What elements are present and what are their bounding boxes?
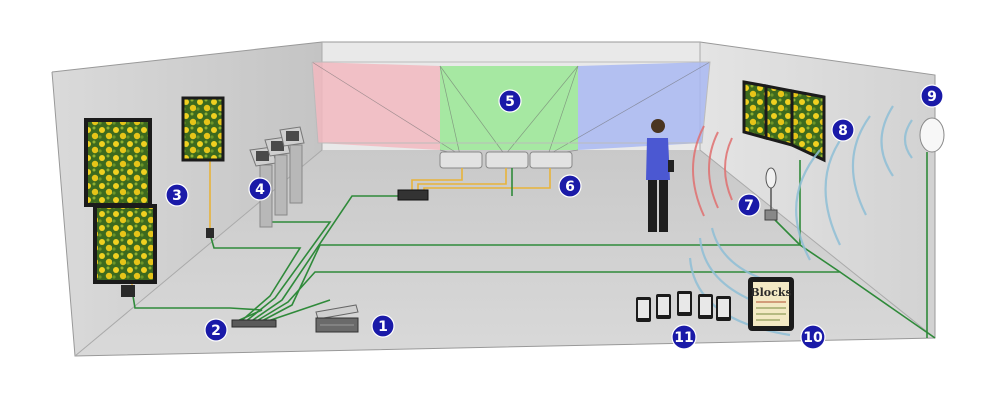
badge-2-label: 2: [211, 323, 221, 339]
badge-6: 6: [558, 174, 582, 198]
network-green-cables: [131, 152, 936, 339]
tablet: Blocks: [748, 277, 794, 331]
badge-3: 3: [165, 183, 189, 207]
smartphone-4: [698, 294, 713, 319]
badge-7: 7: [737, 193, 761, 217]
display-top-left: [84, 118, 152, 207]
badge-2: 2: [204, 318, 228, 342]
directional-sound-waves: [692, 125, 733, 217]
badge-9: 9: [920, 84, 944, 108]
video-wall: [742, 80, 826, 163]
badge-5: 5: [498, 89, 522, 113]
smartphone-1: [636, 297, 651, 322]
screen-outline: [311, 61, 711, 144]
wireless-access-point: [919, 117, 945, 153]
directional-speaker: [764, 167, 778, 221]
tablet-title: Blocks: [750, 286, 791, 299]
display-side: [181, 96, 225, 162]
wall-box-left: [121, 285, 135, 297]
projector-right: [529, 151, 573, 169]
badge-10: 10: [800, 324, 826, 350]
projector-center: [485, 151, 529, 169]
badge-6-label: 6: [565, 179, 575, 195]
smartphone-2: [656, 294, 671, 319]
badge-11-label: 11: [674, 330, 693, 346]
badge-4-label: 4: [255, 182, 265, 198]
badge-8: 8: [831, 118, 855, 142]
smartphone-3: [677, 291, 692, 316]
network-switch: [231, 319, 277, 328]
badge-9-label: 9: [927, 89, 937, 105]
badge-8-label: 8: [838, 123, 848, 139]
wall-box-side: [206, 228, 214, 238]
badge-11: 11: [671, 324, 697, 350]
projector-left: [439, 151, 483, 169]
projectors: [439, 151, 573, 169]
badges: 1 2 3 4 5 6 7 8: [165, 84, 944, 350]
cables: [127, 152, 936, 339]
media-server: [315, 304, 359, 333]
kiosk-3: [279, 126, 305, 204]
projection-blue-area: [578, 62, 710, 150]
badge-4: 4: [248, 177, 272, 201]
smartphones: [636, 291, 731, 322]
badge-1: 1: [371, 314, 395, 338]
projection-red-area: [312, 62, 440, 150]
wall-displays: [84, 96, 225, 297]
badge-7-label: 7: [744, 198, 754, 214]
smartphone-5: [716, 296, 731, 321]
kiosk-2: [264, 136, 291, 216]
projection-screen: [311, 61, 711, 156]
display-bottom-left: [93, 204, 157, 284]
badge-5-label: 5: [505, 94, 515, 110]
badge-3-label: 3: [172, 188, 182, 204]
badge-10-label: 10: [803, 330, 823, 346]
projector-controller: [397, 189, 429, 201]
person: [646, 119, 674, 232]
badge-1-label: 1: [378, 319, 388, 335]
phone-in-hand: [668, 160, 674, 172]
